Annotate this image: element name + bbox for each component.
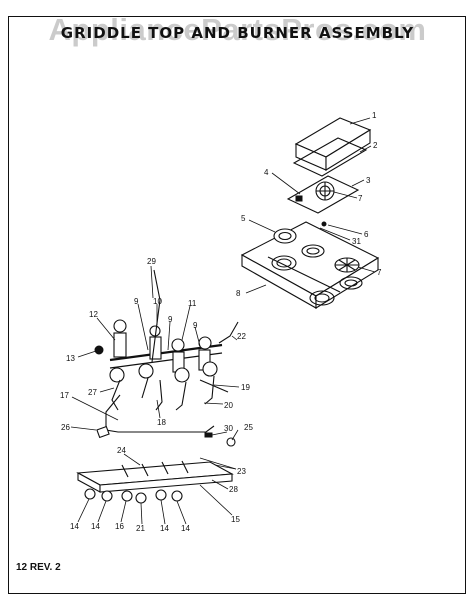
callout-9a: 9	[134, 297, 139, 306]
callout-5: 5	[241, 214, 246, 223]
callout-24: 24	[117, 446, 126, 455]
callout-25: 25	[244, 423, 253, 432]
callout-8: 8	[236, 289, 241, 298]
griddle-cover-part	[294, 117, 372, 171]
callout-4: 4	[264, 168, 269, 177]
leader-lines	[70, 117, 376, 525]
screw-part	[321, 221, 327, 227]
control-panel-part	[76, 460, 234, 493]
griddle-frame-part	[292, 137, 368, 177]
callout-31: 31	[352, 237, 361, 246]
knob-insert-part	[94, 345, 104, 355]
callout-23: 23	[237, 467, 246, 476]
trim-ring-part	[273, 228, 297, 244]
revision-label: 12 REV. 2	[16, 562, 61, 573]
callout-9b: 9	[168, 315, 173, 324]
callout-11: 11	[188, 299, 197, 308]
gas-tube-part	[105, 394, 215, 433]
callout-7b: 7	[377, 268, 382, 277]
control-knobs	[84, 488, 183, 504]
callout-18: 18	[157, 418, 166, 427]
watermark-logo: AppliancePartsPros.com	[48, 12, 427, 47]
diagram-title: GRIDDLE TOP AND BURNER ASSEMBLY	[60, 24, 415, 42]
callout-22: 22	[237, 332, 246, 341]
callout-2: 2	[373, 141, 378, 150]
callout-20: 20	[224, 401, 233, 410]
callout-17: 17	[60, 391, 69, 400]
callout-3: 3	[366, 176, 371, 185]
orifice-part	[226, 437, 236, 447]
callout-26: 26	[61, 423, 70, 432]
callout-10: 10	[153, 297, 162, 306]
callout-6: 6	[364, 230, 369, 239]
callout-7a: 7	[358, 194, 363, 203]
callout-27: 27	[88, 388, 97, 397]
callout-1: 1	[372, 111, 377, 120]
callout-15: 15	[231, 515, 240, 524]
clip-part	[96, 425, 110, 439]
callout-30: 30	[224, 424, 233, 433]
bracket-part	[204, 432, 213, 438]
callout-13: 13	[66, 354, 75, 363]
callout-14d: 14	[181, 524, 190, 533]
callout-21: 21	[136, 524, 145, 533]
callout-14a: 14	[70, 522, 79, 531]
callout-numbers: 1 2 3 4 7 5 6 31 7 8 29 9 10 11 9 9 12 1…	[60, 111, 382, 533]
callout-12: 12	[89, 310, 98, 319]
callout-14c: 14	[160, 524, 169, 533]
callout-16: 16	[115, 522, 124, 531]
callout-29: 29	[147, 257, 156, 266]
valve-manifold-assembly	[109, 269, 239, 411]
burner-grate-part	[334, 257, 360, 273]
diagram-frame	[8, 16, 466, 594]
callout-9c: 9	[193, 321, 198, 330]
callout-14b: 14	[91, 522, 100, 531]
callout-19: 19	[241, 383, 250, 392]
callout-28: 28	[229, 485, 238, 494]
griddle-plate-part	[286, 175, 360, 214]
